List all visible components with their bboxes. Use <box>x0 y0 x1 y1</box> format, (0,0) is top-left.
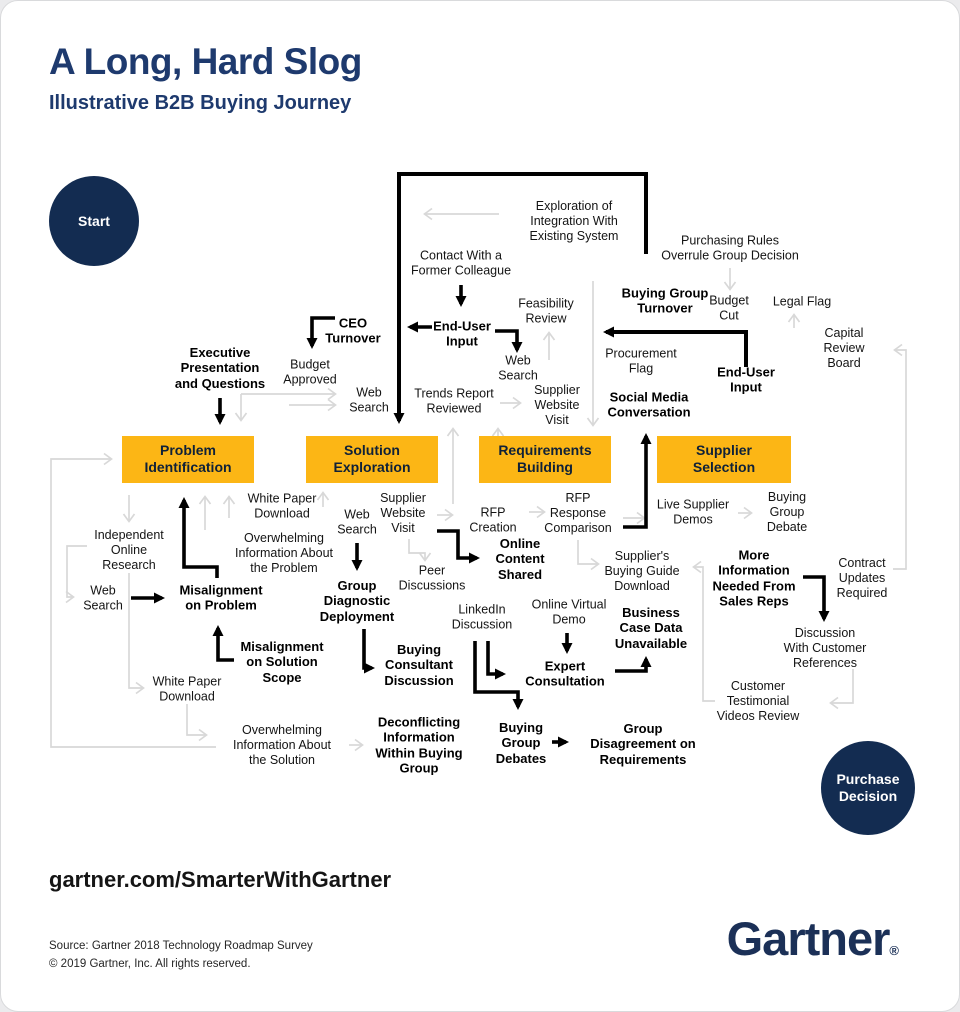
node-procurement-flag: Procurement Flag <box>605 346 677 375</box>
node-feasibility-review: Feasibility Review <box>518 296 574 325</box>
node-legal-flag: Legal Flag <box>772 294 832 309</box>
node-rfp-creation: RFP Creation <box>469 505 517 534</box>
node-end-user-input-1: End-User Input <box>433 318 491 349</box>
node-buying-group-debates: Buying Group Debates <box>495 720 547 766</box>
node-web-search-mid: Web Search <box>337 507 377 536</box>
node-overwhelming-info-problem: Overwhelming Information About the Probl… <box>235 530 333 575</box>
node-web-search-upper-left: Web Search <box>349 385 389 414</box>
stage-solution-exploration: Solution Exploration <box>306 435 438 483</box>
node-purchasing-rules: Purchasing Rules Overrule Group Decision <box>661 233 799 262</box>
page-title: A Long, Hard Slog <box>49 41 362 82</box>
node-executive-presentation: Executive Presentation and Questions <box>174 345 266 391</box>
stage-requirements-building: Requirements Building <box>479 435 611 483</box>
header: A Long, Hard Slog Illustrative B2B Buyin… <box>49 41 362 115</box>
node-expert-consultation: Expert Consultation <box>525 658 605 689</box>
gartner-url: gartner.com/SmarterWithGartner <box>49 867 392 892</box>
node-suppliers-buying-guide-download: Supplier's Buying Guide Download <box>604 548 680 593</box>
node-online-virtual-demo: Online Virtual Demo <box>531 597 607 626</box>
gartner-logo-text: Gartner <box>726 912 891 965</box>
node-peer-discussions: Peer Discussions <box>398 563 466 592</box>
node-buying-group-debate: Buying Group Debate <box>766 489 808 534</box>
node-more-information-needed: More Information Needed From Sales Reps <box>712 547 796 609</box>
node-linkedin-discussion: LinkedIn Discussion <box>451 602 513 631</box>
node-discussion-customer-references: Discussion With Customer References <box>783 625 867 670</box>
node-customer-testimonial-videos: Customer Testimonial Videos Review <box>716 678 800 723</box>
node-budget-approved: Budget Approved <box>283 357 337 386</box>
node-contact-former-colleague: Contact With a Former Colleague <box>410 248 512 277</box>
copyright-line: © 2019 Gartner, Inc. All rights reserved… <box>49 958 251 971</box>
source-line: Source: Gartner 2018 Technology Roadmap … <box>49 940 313 952</box>
node-capital-review-board: Capital Review Board <box>823 325 865 370</box>
node-supplier-website-visit-mid: Supplier Website Visit <box>380 490 426 535</box>
node-buying-consultant-discussion: Buying Consultant Discussion <box>384 642 454 688</box>
node-trends-report-reviewed: Trends Report Reviewed <box>414 386 494 415</box>
node-live-supplier-demos: Live Supplier Demos <box>656 497 730 526</box>
node-misalignment-solution-scope: Misalignment on Solution Scope <box>240 639 324 685</box>
node-deconflicting-information: Deconflicting Information Within Buying … <box>375 714 463 776</box>
node-online-content-shared: Online Content Shared <box>495 536 545 582</box>
stage-problem-identification: Problem Identification <box>122 435 254 483</box>
node-web-search-left: Web Search <box>83 583 123 612</box>
node-supplier-website-visit-top: Supplier Website Visit <box>534 382 580 427</box>
gray-flow-arrows <box>50 207 907 752</box>
node-contract-updates-required: Contract Updates Required <box>836 555 888 600</box>
node-rfp-response-comparison: RFP Response Comparison <box>544 490 612 535</box>
node-web-search-top: Web Search <box>498 353 538 382</box>
node-business-case-data-unavailable: Business Case Data Unavailable <box>614 605 688 651</box>
registered-mark: ® <box>889 943 899 958</box>
stage-supplier-selection: Supplier Selection <box>657 435 791 483</box>
node-exploration-integration: Exploration of Integration With Existing… <box>529 198 619 243</box>
node-white-paper-download-2: White Paper Download <box>152 674 222 703</box>
terminal-start: Start <box>49 176 139 266</box>
node-budget-cut: Budget Cut <box>709 293 749 322</box>
node-social-media-conversation: Social Media Conversation <box>607 389 691 420</box>
footnote: Source: Gartner 2018 Technology Roadmap … <box>49 937 313 974</box>
node-group-diagnostic-deployment: Group Diagnostic Deployment <box>319 578 395 624</box>
node-buying-group-turnover: Buying Group Turnover <box>621 285 709 316</box>
node-white-paper-download-1: White Paper Download <box>247 491 317 520</box>
node-group-disagreement: Group Disagreement on Requirements <box>590 721 696 767</box>
node-misalignment-on-problem: Misalignment on Problem <box>179 582 263 613</box>
black-flow-arrows <box>131 172 830 748</box>
node-independent-online-research: Independent Online Research <box>94 527 164 572</box>
terminal-purchase-decision: Purchase Decision <box>821 741 915 835</box>
node-overwhelming-info-solution: Overwhelming Information About the Solut… <box>233 722 331 767</box>
node-ceo-turnover: CEO Turnover <box>325 315 381 346</box>
gartner-logo: Gartner® <box>727 911 899 966</box>
page-subtitle: Illustrative B2B Buying Journey <box>49 92 352 114</box>
node-end-user-input-2: End-User Input <box>717 364 775 395</box>
